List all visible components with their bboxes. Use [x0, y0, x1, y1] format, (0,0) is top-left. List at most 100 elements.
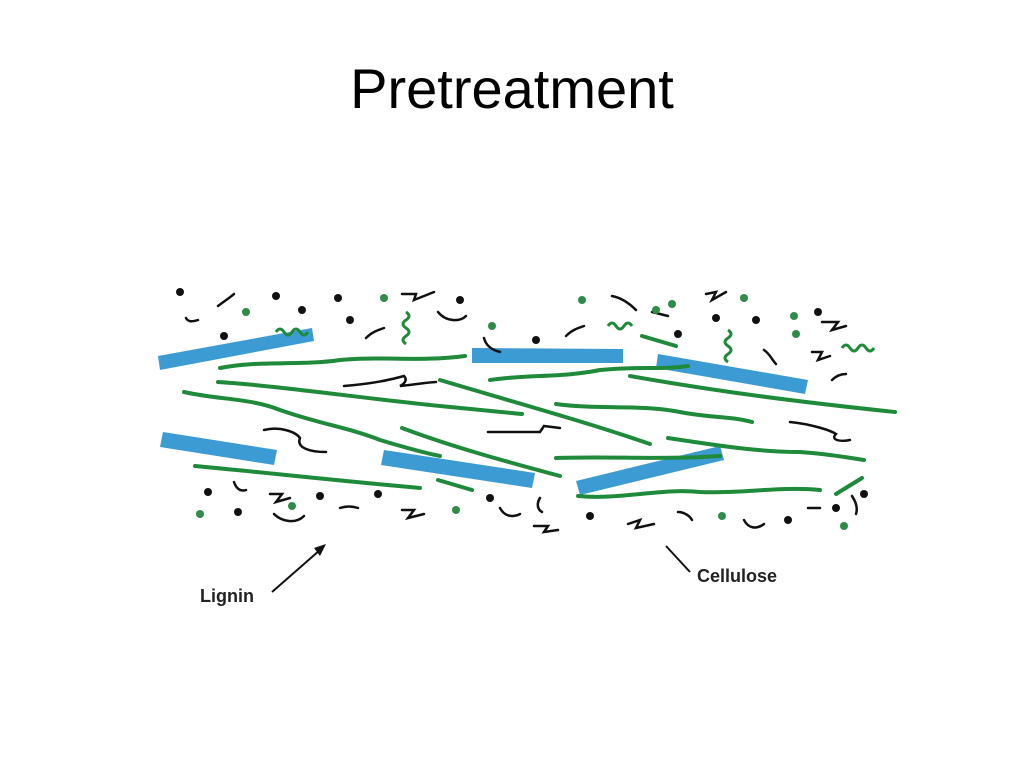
black-dot	[298, 306, 306, 314]
green-coil	[723, 328, 733, 364]
lignin-fragment	[184, 316, 200, 323]
lignin-fragment	[564, 324, 586, 338]
black-dot	[752, 316, 760, 324]
green-dot	[452, 506, 460, 514]
green-strand	[400, 426, 562, 478]
cellulose-bar	[160, 432, 277, 465]
green-dot	[380, 294, 388, 302]
lignin-fragment	[626, 517, 656, 530]
green-strand	[488, 364, 690, 382]
label-arrows	[271, 544, 691, 593]
lignin-fragment	[742, 518, 766, 529]
green-strand	[436, 478, 474, 492]
lignin-fragment	[850, 494, 859, 516]
lignin-fragment	[482, 336, 502, 354]
green-strand	[218, 354, 467, 370]
green-dot	[288, 502, 296, 510]
black-dots	[176, 288, 868, 524]
black-dot	[784, 516, 792, 524]
green-strand	[834, 476, 864, 496]
green-dot	[242, 308, 250, 316]
lignin-fragment	[810, 350, 832, 363]
black-dot	[272, 292, 280, 300]
green-strand	[216, 380, 524, 416]
lignin-fragment	[788, 420, 852, 442]
lignin-fragment	[704, 290, 728, 304]
green-dot	[740, 294, 748, 302]
lignin-fragment	[268, 492, 292, 505]
lignin-fragment	[400, 508, 426, 521]
lignin-label: Lignin	[200, 586, 254, 606]
black-dot	[234, 508, 242, 516]
black-dot	[674, 330, 682, 338]
cellulose-bars	[158, 328, 808, 495]
lignin-fragment	[820, 320, 848, 333]
black-dot	[486, 494, 494, 502]
green-strand	[666, 436, 866, 462]
green-strand	[554, 402, 754, 424]
cellulose-bar	[472, 348, 623, 363]
lignin-arrowhead	[314, 544, 326, 556]
green-dot	[840, 522, 848, 530]
green-dot	[652, 306, 660, 314]
lignin-fragment	[342, 374, 438, 388]
green-dot	[792, 330, 800, 338]
green-dot	[488, 322, 496, 330]
black-dot	[832, 504, 840, 512]
green-strand	[628, 374, 897, 414]
lignin-fragment	[486, 424, 562, 434]
lignin-fragment	[436, 310, 468, 322]
black-dot	[334, 294, 342, 302]
lignin-fragment	[532, 524, 560, 534]
cellulose-bar	[381, 450, 535, 488]
cellulose-bar	[576, 446, 724, 495]
lignin-fragment	[536, 496, 544, 514]
lignin-fragment	[272, 512, 306, 523]
coiled-strands	[274, 310, 876, 364]
lignin-fragment	[830, 372, 848, 382]
black-dot	[860, 490, 868, 498]
lignin-fragment	[762, 348, 778, 366]
black-dot	[374, 490, 382, 498]
green-strand	[554, 454, 722, 460]
black-dot	[456, 296, 464, 304]
black-dot	[176, 288, 184, 296]
green-strand	[438, 378, 652, 446]
green-dot	[668, 300, 676, 308]
green-dot	[790, 312, 798, 320]
black-dot	[712, 314, 720, 322]
green-strand	[182, 390, 442, 458]
lignin-fragment	[400, 290, 436, 303]
green-coil	[606, 321, 634, 331]
lignin-fragment	[676, 510, 694, 522]
lignin-fragment	[232, 480, 248, 492]
green-dot	[718, 512, 726, 520]
lignin-fragment	[338, 505, 360, 510]
lignin-arrow	[271, 549, 321, 593]
black-dot	[586, 512, 594, 520]
hemicellulose-strands	[182, 334, 897, 499]
cellulose-bar	[656, 354, 808, 394]
lignin-fragment	[364, 326, 386, 340]
green-strand	[193, 464, 422, 490]
cellulose-pointer	[665, 545, 691, 573]
lignin-fragment	[262, 427, 328, 454]
green-dot	[196, 510, 204, 518]
black-dot	[814, 308, 822, 316]
lignin-fragment	[498, 506, 522, 518]
green-coil	[401, 310, 411, 346]
green-strand	[640, 334, 678, 348]
black-dot	[204, 488, 212, 496]
lignin-fragment	[216, 292, 236, 308]
black-dot	[346, 316, 354, 324]
green-coil	[274, 327, 310, 337]
cellulose-bar	[158, 328, 314, 370]
lignin-fragment	[610, 294, 638, 312]
green-strand	[576, 486, 822, 499]
green-dot	[578, 296, 586, 304]
black-dot	[220, 332, 228, 340]
green-coil	[840, 343, 876, 353]
slide-title: Pretreatment	[350, 57, 674, 120]
